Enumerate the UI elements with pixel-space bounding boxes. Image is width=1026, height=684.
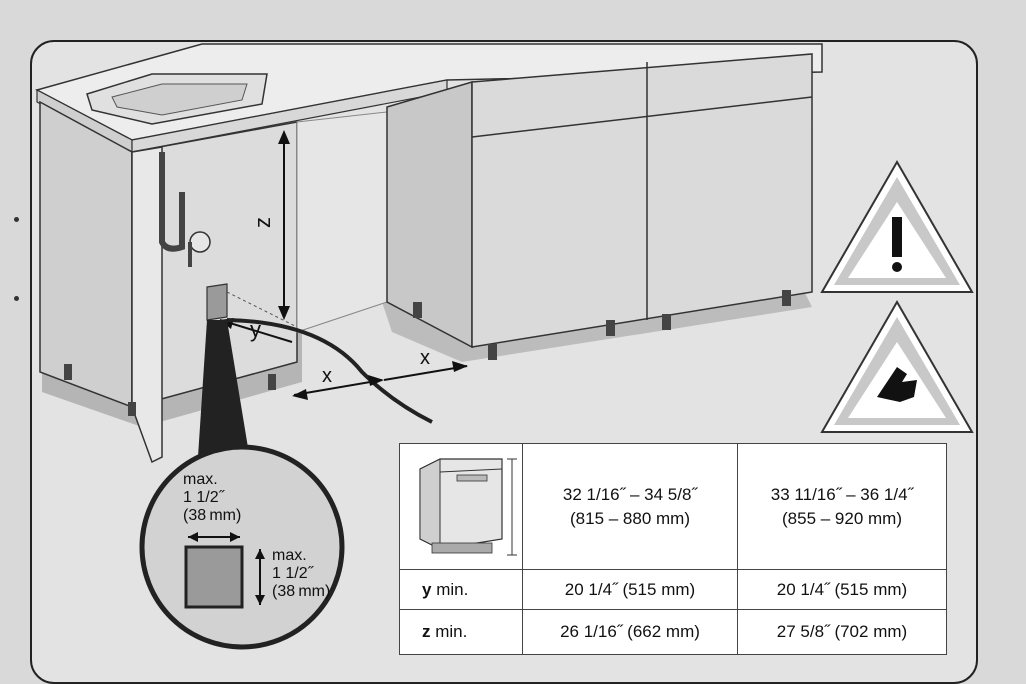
arrow-head xyxy=(278,306,290,320)
table-cell: 20 1/4˝ (515 mm) xyxy=(522,569,738,610)
x-dimension-line xyxy=(383,365,468,381)
arrow-head xyxy=(188,532,198,542)
arrow-head xyxy=(368,375,384,386)
cabinet-leg xyxy=(782,290,791,306)
zoom-height-label-2: 1 1/2˝ xyxy=(272,565,315,582)
table-cell: 26 1/16˝ (662 mm) xyxy=(522,609,738,655)
table-header-row: 32 1/16˝ – 34 5/8˝ (815 – 880 mm) 33 11/… xyxy=(399,443,947,570)
zoom-height-label-3: (38 mm) xyxy=(272,583,330,600)
zoom-width-label-2: 1 1/2˝ xyxy=(183,489,226,506)
row-label: y min. xyxy=(399,569,523,610)
wall-opening xyxy=(206,283,228,321)
arrow-head xyxy=(230,532,240,542)
cabinet-leg xyxy=(488,344,497,360)
table-cell: 20 1/4˝ (515 mm) xyxy=(737,569,947,610)
cut-hazard-icon xyxy=(820,299,974,433)
zoom-width-label-1: max. xyxy=(183,471,218,488)
right-cabinet-side xyxy=(386,80,473,349)
arrow-head xyxy=(292,389,308,400)
height-range-mm-1: (815 – 880 mm) xyxy=(570,508,690,528)
installation-diagram: z y x x xyxy=(34,43,974,650)
table-row: y min. 20 1/4˝ (515 mm) 20 1/4˝ (515 mm) xyxy=(399,569,947,610)
opening-guide xyxy=(226,291,298,328)
dishwasher-icon xyxy=(419,457,517,555)
cabinet-leg xyxy=(413,302,422,318)
zoom-width-label-3: (38 mm) xyxy=(183,507,241,524)
cabinet-leg xyxy=(606,320,615,336)
y-label: y xyxy=(250,317,261,342)
drawer-line xyxy=(471,96,813,138)
illustration-frame: z y x x xyxy=(30,40,978,684)
power-cable xyxy=(226,318,433,424)
warning-exclamation-icon xyxy=(820,159,974,293)
height-range-cell-1: 32 1/16˝ – 34 5/8˝ (815 – 880 mm) xyxy=(522,443,738,570)
x-label: x xyxy=(322,365,332,387)
sink-basin xyxy=(111,83,248,116)
z-label: z xyxy=(250,217,275,228)
height-range-mm-2: (855 – 920 mm) xyxy=(782,508,902,528)
height-range-cell-2: 33 11/16˝ – 36 1/4˝ (855 – 920 mm) xyxy=(737,443,947,570)
arrow-head xyxy=(255,595,265,605)
drain-pipe xyxy=(159,152,185,252)
water-valve xyxy=(189,231,211,253)
cabinet-leg xyxy=(662,314,671,330)
bullet-dot xyxy=(14,296,19,301)
zoom-opening xyxy=(184,545,244,609)
height-range-inches-1: 32 1/16˝ – 34 5/8˝ xyxy=(562,484,698,504)
back-wall xyxy=(296,111,388,333)
cabinet-leg xyxy=(64,364,72,380)
height-range-inches-2: 33 11/16˝ – 36 1/4˝ xyxy=(770,484,914,504)
cabinet-leg xyxy=(268,374,276,390)
dishwasher-thumbnail-cell xyxy=(399,443,523,570)
arrow-head xyxy=(255,549,265,559)
cabinet-leg xyxy=(128,402,136,416)
row-label: z min. xyxy=(399,609,523,655)
x-dimension-line xyxy=(293,379,383,396)
arrow-head xyxy=(278,130,290,144)
zoom-height-label-1: max. xyxy=(272,547,307,564)
arrow-head xyxy=(452,361,468,372)
table-cell: 27 5/8˝ (702 mm) xyxy=(737,609,947,655)
zoom-connector xyxy=(197,320,252,472)
dimension-table: 32 1/16˝ – 34 5/8˝ (815 – 880 mm) 33 11/… xyxy=(399,443,947,655)
sink-cabinet-side xyxy=(39,100,133,409)
x-label: x xyxy=(420,347,430,369)
bullet-dot xyxy=(14,217,19,222)
cabinet-door xyxy=(131,146,163,464)
table-row: z min. 26 1/16˝ (662 mm) 27 5/8˝ (702 mm… xyxy=(399,609,947,655)
